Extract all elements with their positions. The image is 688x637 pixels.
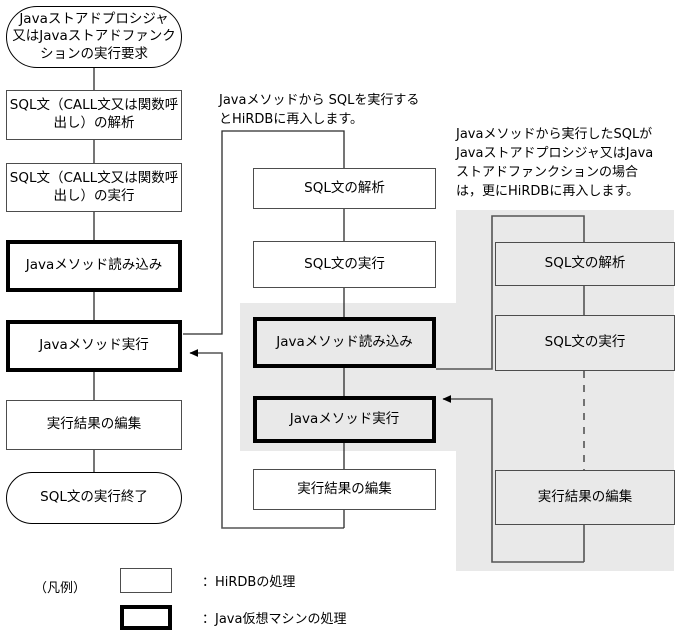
node-label: Javaストアドプロシジャ 又はJavaストアドファンク ションの実行要求 [12, 10, 176, 62]
legend-row-jvm: ：Java仮想マシンの処理 [120, 605, 346, 630]
node-label: SQL文の実行 [544, 334, 626, 351]
node-label: Javaメソッド実行 [289, 410, 400, 427]
node-label: Javaメソッド読み込み [276, 333, 413, 350]
node-middle-execute-sql: SQL文の実行 [253, 241, 436, 288]
legend-label-jvm: ：Java仮想マシンの処理 [202, 612, 347, 627]
node-label: Javaメソッド実行 [39, 337, 149, 354]
note-middle-reentry: Javaメソッドから SQLを実行する とHiRDBに再入します。 [219, 93, 420, 127]
node-start-request: Javaストアドプロシジャ 又はJavaストアドファンク ションの実行要求 [6, 6, 182, 68]
node-label: 実行結果の編集 [537, 488, 633, 505]
node-right-execute-sql: SQL文の実行 [495, 315, 675, 371]
node-label: SQL文の実行 [304, 255, 385, 272]
node-edit-execution-result: 実行結果の編集 [6, 400, 182, 450]
node-label: Javaメソッド読み込み [25, 257, 163, 274]
node-execute-call-statement: SQL文（CALL文又は関数呼 出し）の実行 [6, 163, 182, 212]
legend-swatch-jvm [120, 605, 172, 630]
node-label: 実行結果の編集 [46, 416, 142, 433]
node-label: SQL文（CALL文又は関数呼 出し）の解析 [9, 97, 179, 131]
legend-title: （凡例） [34, 581, 87, 596]
node-middle-load-java-method: Javaメソッド読み込み [253, 317, 436, 368]
node-run-java-method: Javaメソッド実行 [6, 320, 182, 372]
node-middle-edit-execution-result: 実行結果の編集 [253, 469, 436, 510]
note-right-reentry: Javaメソッドから実行したSQLが Javaストアドプロシジャ又はJava ス… [456, 127, 654, 199]
node-label: SQL文の解析 [544, 255, 626, 272]
legend-swatch-hirdb [120, 568, 172, 593]
node-label: 実行結果の編集 [297, 480, 392, 497]
node-middle-parse-sql: SQL文の解析 [253, 168, 436, 209]
legend-label-hirdb: ：HiRDBの処理 [202, 575, 296, 590]
node-right-parse-sql: SQL文の解析 [495, 242, 675, 286]
node-label: SQL文の実行終了 [40, 489, 148, 506]
legend-row-hirdb: ：HiRDBの処理 [120, 568, 295, 593]
node-end-sql-execution: SQL文の実行終了 [6, 472, 182, 524]
node-parse-call-statement: SQL文（CALL文又は関数呼 出し）の解析 [6, 90, 182, 140]
node-middle-run-java-method: Javaメソッド実行 [253, 396, 436, 443]
node-load-java-method: Javaメソッド読み込み [6, 240, 182, 292]
node-right-edit-execution-result: 実行結果の編集 [495, 470, 675, 525]
node-label: SQL文（CALL文又は関数呼 出し）の実行 [9, 169, 179, 204]
node-label: SQL文の解析 [304, 179, 385, 196]
